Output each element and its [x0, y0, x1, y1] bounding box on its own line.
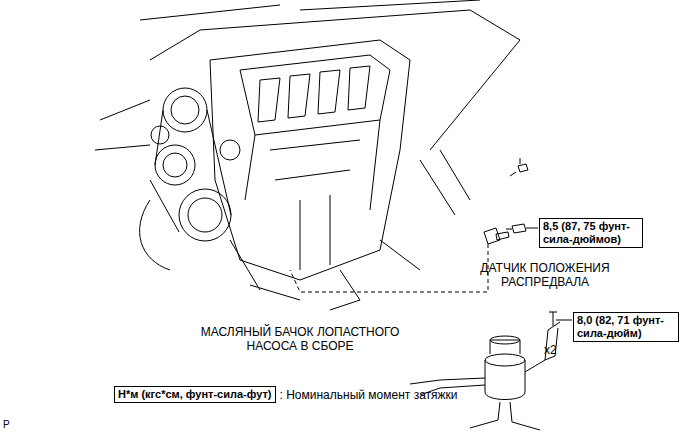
torque-box: 8,5 (87, 75 фунт-сила-дюймов): [539, 218, 643, 248]
quantity-label: x2: [544, 343, 557, 357]
torque-value: 8,5 (87, 75 фунт-сила-дюймов): [543, 220, 639, 246]
part-name: МАСЛЯНЫЙ БАЧОК ЛОПАСТНОГО НАСОСА В СБОРЕ: [195, 325, 405, 353]
part-name: ДАТЧИК ПОЛОЖЕНИЯ РАСПРЕДВАЛА: [475, 261, 615, 289]
unit-legend-box: Н*м (кгс*см, фунт-сила-фут): [114, 386, 276, 403]
torque-box: 8,0 (82, 71 фунт-сила-дюйм): [573, 312, 679, 342]
page-marker: P: [3, 418, 10, 432]
legend-note: : Номинальный момент затяжки: [280, 388, 458, 402]
torque-value: 8,0 (82, 71 фунт-сила-дюйм): [577, 314, 675, 340]
torque-value: Н*м (кгс*см, фунт-сила-фут): [118, 388, 272, 401]
